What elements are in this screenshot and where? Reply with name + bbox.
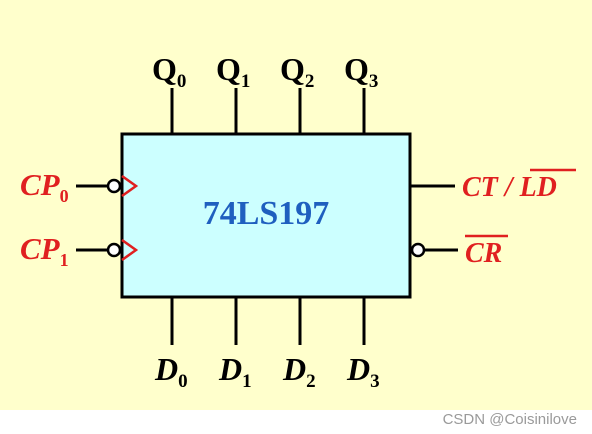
chip-body [120,132,412,299]
ld-text: LD [519,172,557,203]
inversion-bubble-cp0 [106,178,122,194]
input-label-d1: D1 [218,351,252,392]
clock-label-cp1: CP1 [20,231,69,270]
watermark-text: CSDN @Coisinilove [443,411,577,428]
chip-name: 74LS197 [203,195,330,232]
input-label-d2: D2 [282,351,316,392]
output-label-q0: Q0 [152,51,186,92]
clock-edge-triangle-cp1 [121,238,139,262]
ct-text: CT [462,172,500,203]
pin-label-cr: CR [465,238,502,269]
inversion-bubble-cr [410,242,426,258]
output-label-q1: Q1 [216,51,250,92]
input-label-d0: D0 [154,351,188,392]
inversion-bubble-cp1 [106,242,122,258]
clock-label-cp0: CP0 [20,167,69,206]
input-label-d3: D3 [346,351,380,392]
output-label-q3: Q3 [344,51,378,92]
separator-text: / [498,172,520,203]
output-label-q2: Q2 [280,51,314,92]
clock-edge-triangle-cp0 [121,174,139,198]
pin-label-ct-ld: CT / LD [462,172,557,203]
pin-lines [76,88,458,345]
